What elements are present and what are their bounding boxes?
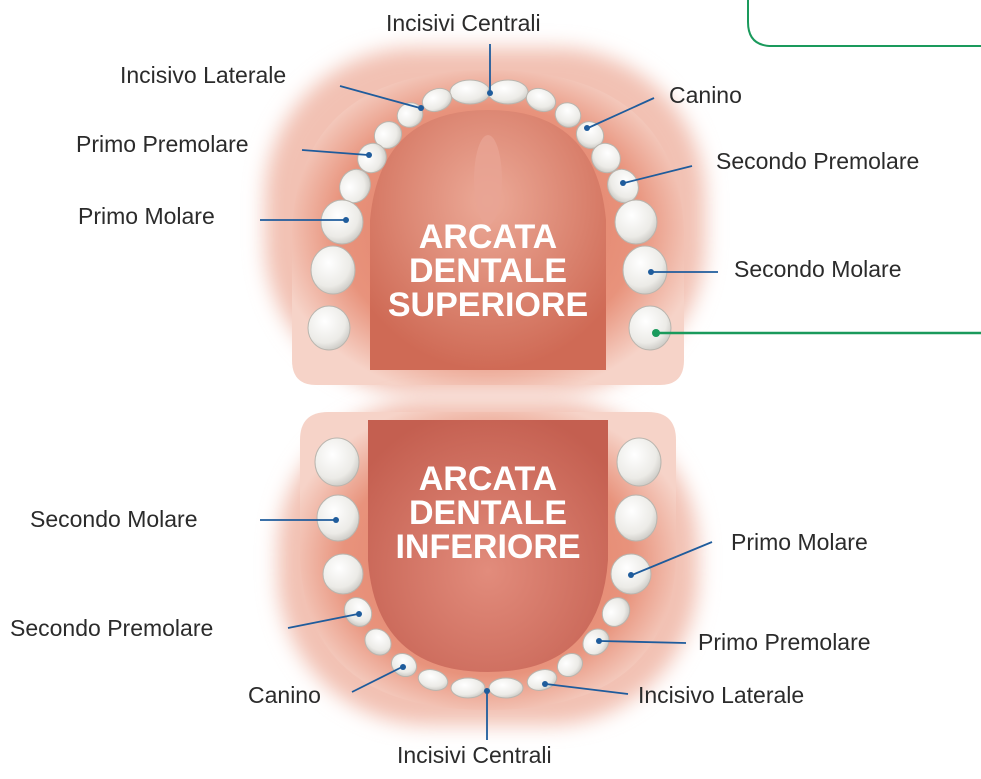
upper-title-line-1: ARCATA [419,218,558,256]
lower-title-line-3: INFERIORE [395,528,580,566]
dot-upper-green [652,329,660,337]
upper-title-line-2: DENTALE [409,252,567,290]
dot-upper-incisivo-laterale [418,105,424,111]
upper-palate-ridge [474,135,502,225]
dot-upper-secondo-molare [648,269,654,275]
dot-upper-primo-molare [343,217,349,223]
label-upper-incisivi-centrali: Incisivi Centrali [386,12,541,35]
upper-tooth [623,246,667,294]
label-lower-secondo-premolare: Secondo Premolare [10,617,213,640]
dot-upper-incisivi-centrali [487,90,493,96]
label-upper-primo-premolare: Primo Premolare [76,133,249,156]
dot-lower-canino [400,664,406,670]
dot-lower-secondo-molare [333,517,339,523]
upper-tooth [615,200,657,244]
label-lower-primo-premolare: Primo Premolare [698,631,871,654]
lower-tooth [489,678,523,698]
label-lower-incisivo-laterale: Incisivo Laterale [638,684,804,707]
label-upper-secondo-molare: Secondo Molare [734,258,902,281]
dot-upper-secondo-premolare [620,180,626,186]
lower-tooth [315,438,359,486]
label-lower-primo-molare: Primo Molare [731,531,868,554]
label-upper-canino: Canino [669,84,742,107]
frame-top-right [748,0,981,46]
label-lower-incisivi-centrali: Incisivi Centrali [397,744,552,767]
upper-title-line-3: SUPERIORE [388,286,588,324]
label-lower-canino: Canino [248,684,321,707]
dot-upper-primo-premolare [366,152,372,158]
dot-lower-incisivo-laterale [542,681,548,687]
label-upper-secondo-premolare: Secondo Premolare [716,150,919,173]
label-upper-incisivo-laterale: Incisivo Laterale [120,64,286,87]
upper-tooth [308,306,350,350]
lower-title-line-1: ARCATA [419,460,558,498]
upper-tooth [450,80,490,104]
lower-tooth [615,495,657,541]
upper-tooth [311,246,355,294]
dot-lower-primo-molare [628,572,634,578]
dot-upper-canino [584,125,590,131]
lower-title-line-2: DENTALE [409,494,567,532]
dot-lower-secondo-premolare [356,611,362,617]
lower-tooth [323,554,363,594]
upper-tooth [321,200,363,244]
lower-tooth [617,438,661,486]
dot-lower-incisivi-centrali [484,688,490,694]
upper-tooth [488,80,528,104]
lower-tooth [451,678,485,698]
dot-lower-primo-premolare [596,638,602,644]
upper-tooth [629,306,671,350]
label-lower-secondo-molare: Secondo Molare [30,508,198,531]
lower-arch: ARCATA DENTALE INFERIORE [278,400,698,725]
label-upper-primo-molare: Primo Molare [78,205,215,228]
